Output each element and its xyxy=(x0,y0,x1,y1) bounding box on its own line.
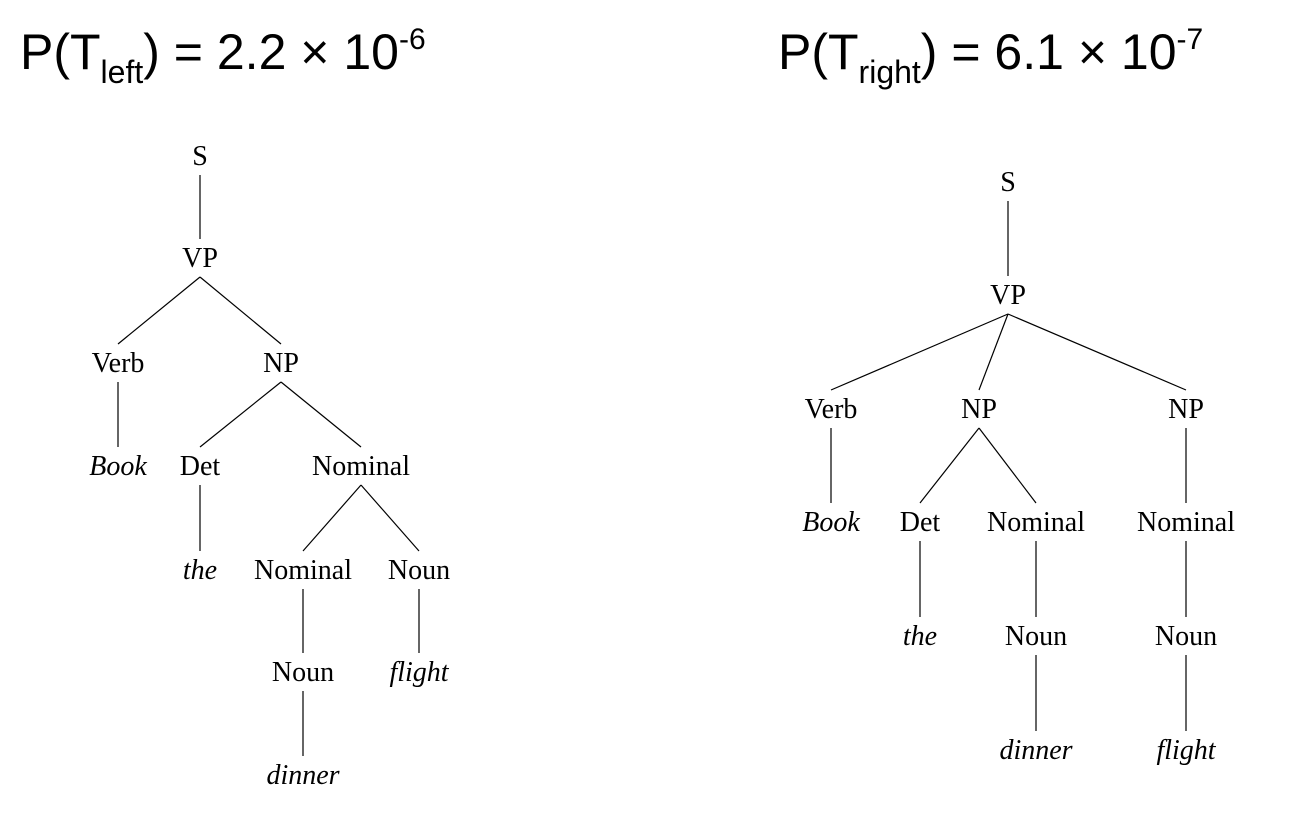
tree-edge xyxy=(199,276,282,345)
tree-edge xyxy=(302,484,362,552)
tree-leaf-word: Book xyxy=(89,451,147,482)
tree-node-label: Verb xyxy=(92,348,145,379)
tree-leaf-word: dinner xyxy=(266,760,339,791)
formula-subscript: right xyxy=(858,54,921,90)
tree-edge xyxy=(830,313,1009,391)
formula-exponent: -6 xyxy=(398,23,426,56)
tree-leaf-word: the xyxy=(903,621,937,652)
tree-edge xyxy=(280,381,362,448)
tree-node-label: NP xyxy=(961,394,997,425)
tree-edge xyxy=(919,427,980,504)
tree-node-label: Nominal xyxy=(312,451,410,482)
parse-tree-right: S VP Verb NP NP Book Det Nominal Nominal the Noun N… xyxy=(802,167,1235,766)
probability-right-formula: P(Tright) = 6.1 × 10-7 xyxy=(778,22,1204,90)
tree-node-label: Nominal xyxy=(987,507,1085,538)
tree-node-label: Nominal xyxy=(1137,507,1235,538)
tree-node-label: Noun xyxy=(388,555,450,586)
tree-node-label: Nominal xyxy=(254,555,352,586)
tree-edge xyxy=(199,381,282,448)
formula-middle: ) = 6.1 × 10 xyxy=(920,24,1177,80)
tree-node-label: VP xyxy=(182,243,218,274)
tree-node-label: Noun xyxy=(1155,621,1217,652)
probability-left-formula: P(Tleft) = 2.2 × 10-6 xyxy=(20,22,426,90)
tree-leaf-word: Book xyxy=(802,507,860,538)
formula-middle: ) = 2.2 × 10 xyxy=(143,24,399,80)
tree-edge xyxy=(117,276,201,345)
tree-leaf-word: the xyxy=(183,555,217,586)
tree-node-label: Noun xyxy=(272,657,334,688)
tree-edge xyxy=(978,313,1009,391)
tree-leaf-word: flight xyxy=(389,657,449,688)
tree-node-label: NP xyxy=(1168,394,1204,425)
tree-edge xyxy=(1007,313,1187,391)
tree-leaf-word: flight xyxy=(1156,735,1216,766)
tree-edge xyxy=(360,484,420,552)
tree-edge xyxy=(978,427,1037,504)
tree-node-label: S xyxy=(192,141,208,172)
tree-leaf-word: dinner xyxy=(999,735,1072,766)
formula-subscript: left xyxy=(100,54,144,90)
formula-prefix: P(T xyxy=(778,24,859,80)
tree-node-label: Det xyxy=(180,451,221,482)
tree-node-label: S xyxy=(1000,167,1016,198)
formula-prefix: P(T xyxy=(20,24,101,80)
tree-node-label: VP xyxy=(990,280,1026,311)
tree-node-label: NP xyxy=(263,348,299,379)
tree-node-label: Noun xyxy=(1005,621,1067,652)
tree-node-label: Verb xyxy=(805,394,858,425)
tree-node-label: Det xyxy=(900,507,941,538)
formula-exponent: -7 xyxy=(1176,23,1204,56)
